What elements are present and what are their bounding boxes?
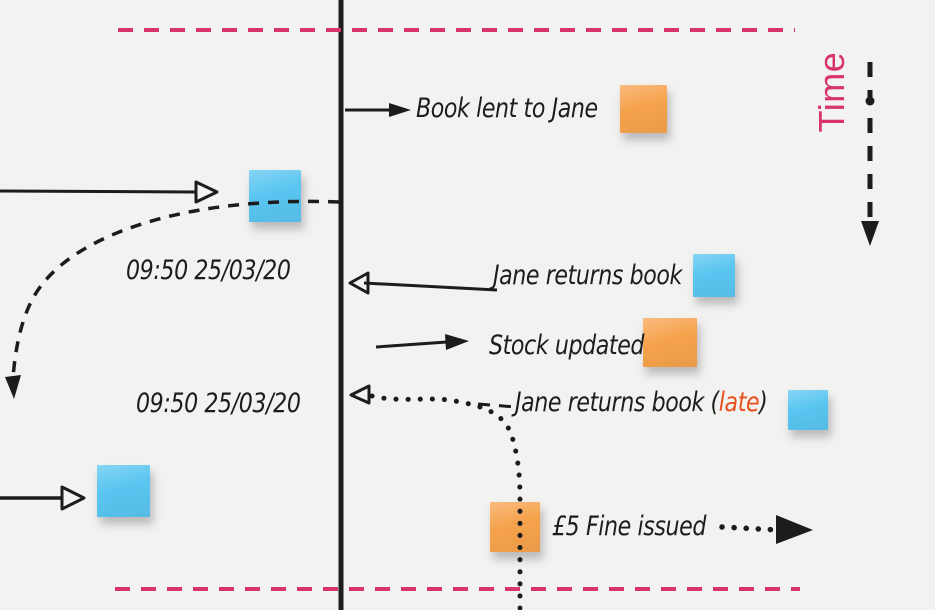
arrow-fine-dotted-line[interactable] (719, 524, 781, 533)
sticky-note-left-top[interactable] (249, 170, 301, 222)
arrow-book-lent-head-icon (389, 103, 411, 117)
dotted-curve-late[interactable] (369, 393, 523, 610)
dashed-curve-head-icon (5, 375, 21, 399)
arrow-left-top-head-icon (194, 180, 219, 204)
arrow-left-bottom-head-icon (60, 485, 86, 511)
arrow-jane-returns-line[interactable] (363, 281, 498, 292)
arrow-stock-updated-head-icon (445, 334, 469, 350)
arrow-fine-head-icon (776, 515, 813, 544)
sticky-note-stock[interactable] (643, 318, 697, 367)
sticky-note-fine[interactable] (490, 502, 540, 552)
sticky-note-left-bottom[interactable] (97, 465, 150, 517)
time-arrow-head-icon (861, 221, 879, 246)
time-axis-label[interactable]: Time (811, 51, 852, 133)
arrow-stock-updated-line[interactable] (375, 340, 448, 349)
time-arrow-dot (865, 96, 875, 106)
timestamp-return[interactable]: 09:50 25/03/20 (126, 255, 291, 286)
sticky-note-return-late[interactable] (788, 390, 828, 430)
label-late-highlight: late (718, 387, 760, 418)
arrow-left-top-line[interactable] (0, 189, 197, 194)
sticky-note-book-lent[interactable] (620, 85, 667, 133)
timestamp-return-late[interactable]: 09:50 25/03/20 (136, 388, 301, 419)
label-jane-returns-late[interactable]: Jane returns book (late) (515, 387, 768, 418)
arrow-jane-returns-head-icon (348, 271, 370, 295)
label-late-suffix: ) (759, 387, 768, 418)
label-late-prefix: Jane returns book ( (515, 387, 719, 418)
label-book-lent[interactable]: Book lent to Jane (416, 93, 598, 124)
label-fine-issued[interactable]: £5 Fine issued (552, 511, 706, 542)
dashed-segment-late[interactable] (477, 402, 517, 409)
arrow-return-late-head-icon (349, 384, 371, 405)
label-jane-returns[interactable]: Jane returns book (493, 260, 682, 291)
dashed-curve-connector[interactable] (11, 199, 340, 379)
sticky-note-return[interactable] (693, 254, 735, 297)
label-stock-updated[interactable]: Stock updated (489, 330, 645, 361)
